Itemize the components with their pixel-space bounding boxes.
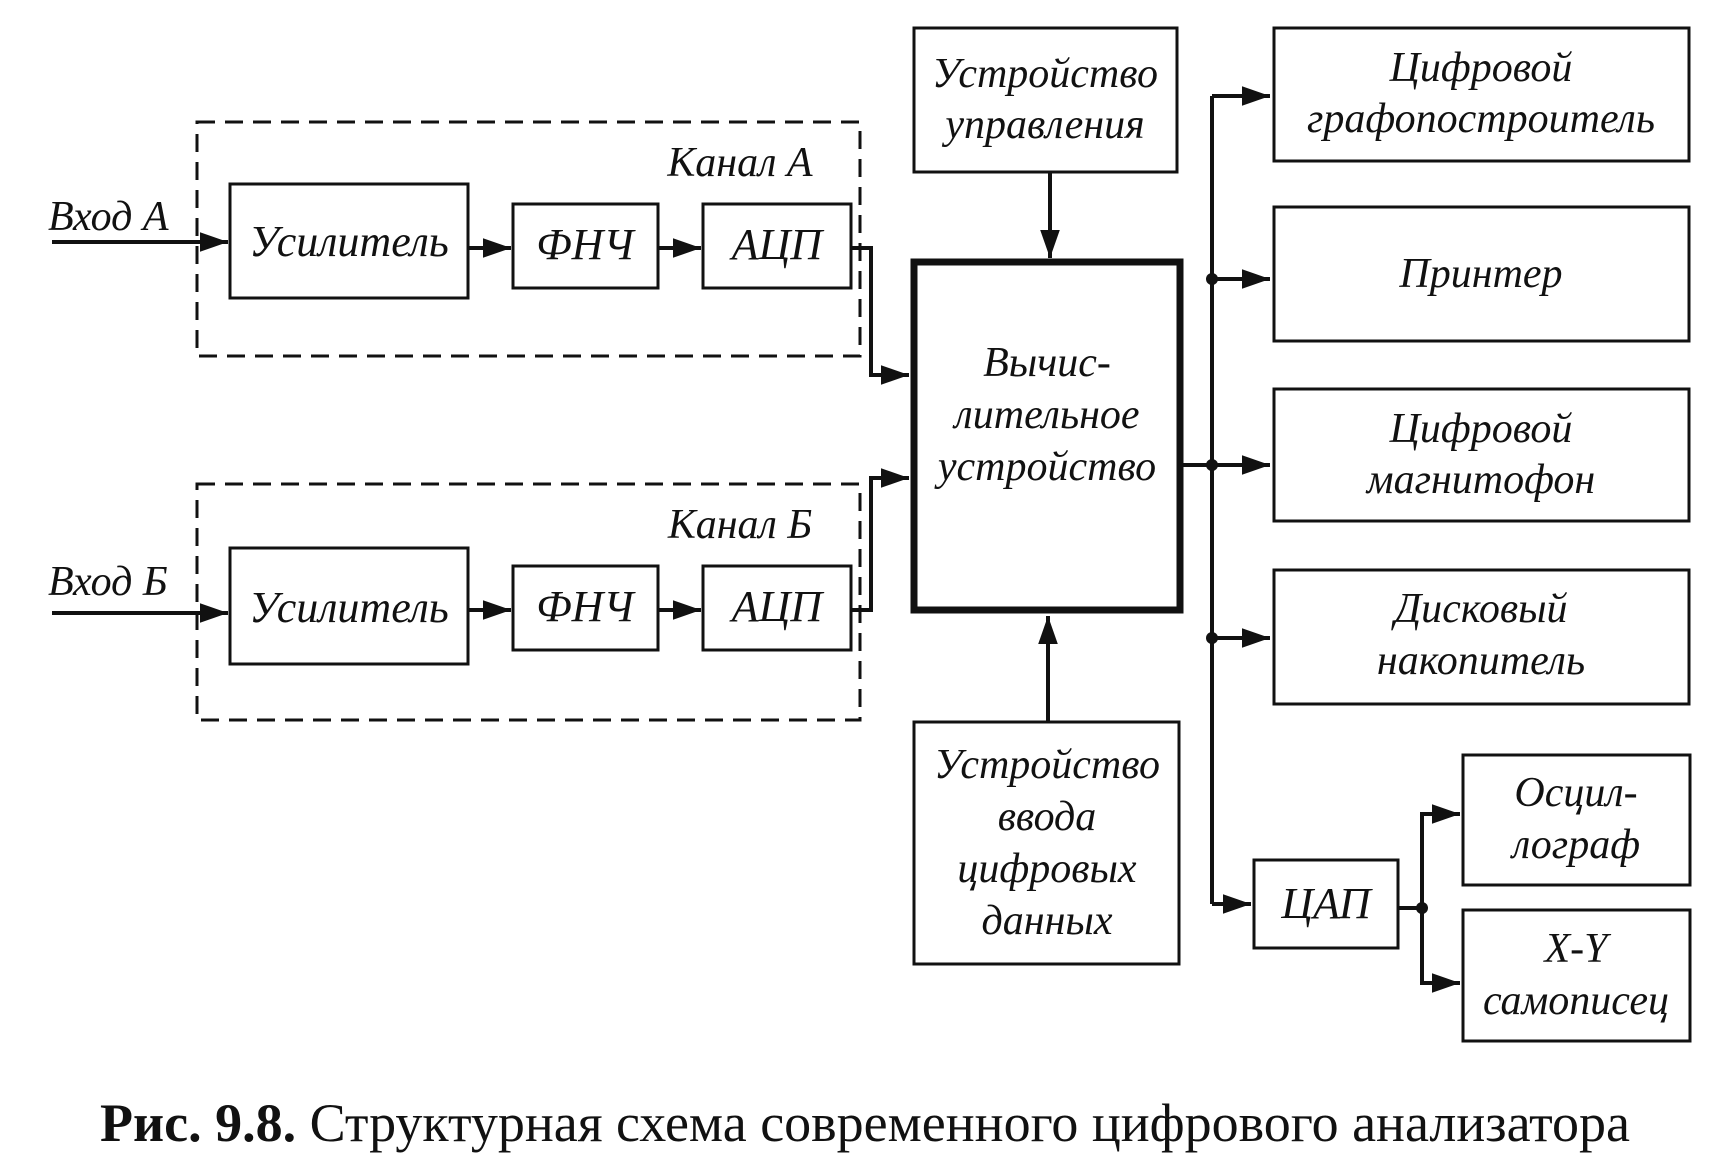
amplifier-a-label: Усилитель [249, 217, 449, 266]
oscilloscope-line-1: Осцил- [1514, 770, 1637, 816]
control-unit-box [912, 26, 1179, 174]
channel-a-label: Канал А [666, 140, 813, 186]
recorder-box [1272, 387, 1691, 523]
channel-b-label: Канал Б [667, 502, 812, 548]
figure-caption: Рис. 9.8. Структурная схема современного… [0, 1092, 1730, 1154]
oscilloscope-box [1461, 753, 1692, 887]
computing-unit-line-1: Вычис- [983, 340, 1111, 386]
data-input-unit-line-1: Устройство [934, 742, 1160, 788]
xy-recorder-box [1461, 908, 1692, 1043]
lpf-b-label: ФНЧ [536, 582, 636, 631]
disk-box [1272, 568, 1691, 706]
dac-to-xy-arrow [1420, 908, 1460, 993]
amplifier-b-box [228, 546, 470, 666]
recorder-line-1: Цифровой [1389, 406, 1573, 452]
dac-to-oscilloscope-arrow [1420, 804, 1460, 908]
computing-unit-box [910, 258, 1184, 614]
printer-box [1272, 205, 1691, 343]
adc-a-label: АЦП [729, 220, 825, 269]
printer-label: Принтер [1398, 251, 1562, 297]
amplifier-b-label: Усилитель [249, 583, 449, 632]
input-b-label: Вход Б [48, 559, 168, 605]
input-a-label: Вход А [48, 194, 169, 240]
plotter-line-2: графопостроитель [1307, 96, 1655, 142]
plotter-line-1: Цифровой [1389, 45, 1573, 91]
lpf-a-label: ФНЧ [536, 220, 636, 269]
data-input-unit-line-3: цифровых [957, 846, 1136, 892]
adc-b-to-computer-line [851, 468, 909, 612]
xy-recorder-line-1: X-Y [1543, 926, 1613, 972]
adc-a-to-computer-line [851, 246, 909, 385]
oscilloscope-line-2: лограф [1510, 822, 1640, 868]
control-unit-line-1: Устройство [932, 51, 1158, 97]
control-unit-line-2: управления [941, 102, 1144, 148]
recorder-line-2: магнитофон [1365, 457, 1595, 503]
dac-box [1252, 858, 1400, 950]
dac-label: ЦАП [1280, 879, 1373, 928]
data-input-unit-line-4: данных [981, 898, 1112, 944]
computing-unit-line-3: устройство [934, 444, 1156, 490]
disk-line-1: Дисковый [1390, 586, 1567, 632]
figure-caption-text: Структурная схема современного цифрового… [309, 1093, 1630, 1153]
xy-recorder-line-2: самописец [1483, 978, 1669, 1024]
disk-line-2: накопитель [1377, 638, 1585, 684]
figure-number: Рис. 9.8. [100, 1093, 297, 1153]
data-input-unit-line-2: ввода [998, 794, 1097, 840]
plotter-box [1272, 26, 1691, 163]
channel-b-frame [195, 482, 862, 722]
computing-unit-line-2: лительное [952, 392, 1139, 438]
amplifier-a-box [228, 182, 470, 300]
adc-b-label: АЦП [729, 582, 825, 631]
